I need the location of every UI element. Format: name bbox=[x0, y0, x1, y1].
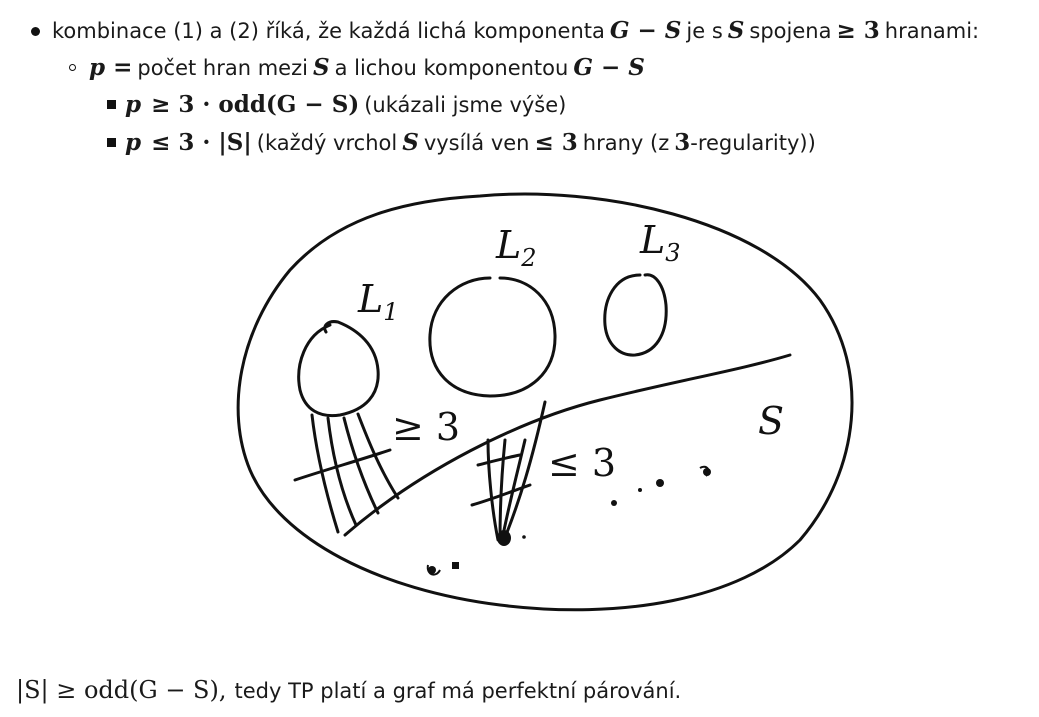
edge-line bbox=[502, 400, 547, 542]
edge-crossing bbox=[470, 483, 532, 507]
vertex-mark bbox=[699, 465, 710, 477]
math-expr: 3 bbox=[674, 129, 691, 156]
label-leq3: ≤ 3 bbox=[548, 441, 616, 485]
math-expr: S bbox=[312, 54, 330, 81]
bullet-text: -regularity)) bbox=[690, 131, 816, 155]
bullet-level2-marker bbox=[69, 64, 76, 71]
math-expr: p bbox=[125, 91, 142, 118]
math-expr: p bbox=[125, 129, 142, 156]
math-expr: G − S bbox=[609, 17, 682, 44]
label-L2: L2 bbox=[495, 223, 537, 272]
math-expr: ≤ 3 bbox=[534, 129, 578, 156]
bullet-text: je s bbox=[686, 19, 723, 43]
bullet-text: (každý vrchol bbox=[256, 131, 398, 155]
edge-crossing bbox=[476, 453, 522, 467]
conclusion-text: tedy TP platí a graf má perfektní párová… bbox=[234, 679, 682, 703]
bullet-line-2: p = počet hran mezi S a lichou komponent… bbox=[84, 54, 650, 82]
bullet-text: (ukázali jsme výše) bbox=[364, 93, 567, 117]
bullet-text: kombinace (1) a (2) říká, že každá lichá… bbox=[52, 19, 605, 43]
component-L3-outline bbox=[603, 273, 668, 357]
math-expr: S bbox=[727, 17, 745, 44]
vertex-dot bbox=[656, 479, 664, 487]
bullet-level3-marker bbox=[107, 100, 116, 109]
component-L2-outline bbox=[428, 276, 557, 398]
vertex-dot bbox=[452, 562, 459, 569]
edge-line bbox=[500, 438, 527, 542]
vertex-mark bbox=[426, 564, 441, 576]
bullet-text: počet hran mezi bbox=[137, 56, 308, 80]
conclusion-line: |S| ≥ odd(G − S), tedy TP platí a graf m… bbox=[16, 676, 681, 705]
vertex-dot bbox=[611, 500, 617, 506]
math-expr: G − S bbox=[573, 54, 645, 81]
component-L1-outline bbox=[297, 320, 380, 418]
bullet-text: vysílá ven bbox=[423, 131, 530, 155]
separator-curve bbox=[343, 353, 792, 537]
bullet-text: a lichou komponentou bbox=[334, 56, 569, 80]
math-expr: ≤ 3 · |S| bbox=[151, 129, 252, 156]
math-expr: ≥ 3 · odd(G − S) bbox=[151, 91, 360, 118]
bullet-text: hrany (z bbox=[582, 131, 670, 155]
bullet-line-4: p ≤ 3 · |S| (každý vrchol S vysílá ven ≤… bbox=[120, 129, 816, 157]
label-S: S bbox=[758, 399, 784, 443]
bullet-text: hranami: bbox=[884, 19, 980, 43]
edge-line bbox=[498, 438, 507, 542]
vertex-dot bbox=[497, 530, 511, 546]
edge-line bbox=[486, 438, 500, 542]
bullet-line-1: kombinace (1) a (2) říká, že každá lichá… bbox=[52, 17, 979, 45]
label-geq3: ≥ 3 bbox=[392, 405, 460, 449]
math-expr: S bbox=[402, 129, 419, 156]
math-expr: ≥ 3 bbox=[836, 17, 880, 44]
edge-crossing bbox=[293, 448, 392, 482]
bullet-line-3: p ≥ 3 · odd(G − S) (ukázali jsme výše) bbox=[120, 91, 566, 119]
bullet-level1-marker bbox=[31, 27, 40, 36]
math-expr: p = bbox=[89, 54, 133, 81]
bullet-level3-marker bbox=[107, 138, 116, 147]
bullet-text: spojena bbox=[749, 19, 832, 43]
conclusion-math: |S| ≥ odd(G − S), bbox=[16, 676, 227, 704]
outer-graph-outline bbox=[236, 192, 854, 612]
label-L1: L1 bbox=[357, 277, 399, 326]
edge-line bbox=[326, 416, 358, 527]
label-L3: L3 bbox=[639, 218, 681, 267]
vertex-dot bbox=[638, 488, 642, 492]
vertex-dot bbox=[522, 535, 526, 539]
edge-line bbox=[342, 416, 380, 515]
